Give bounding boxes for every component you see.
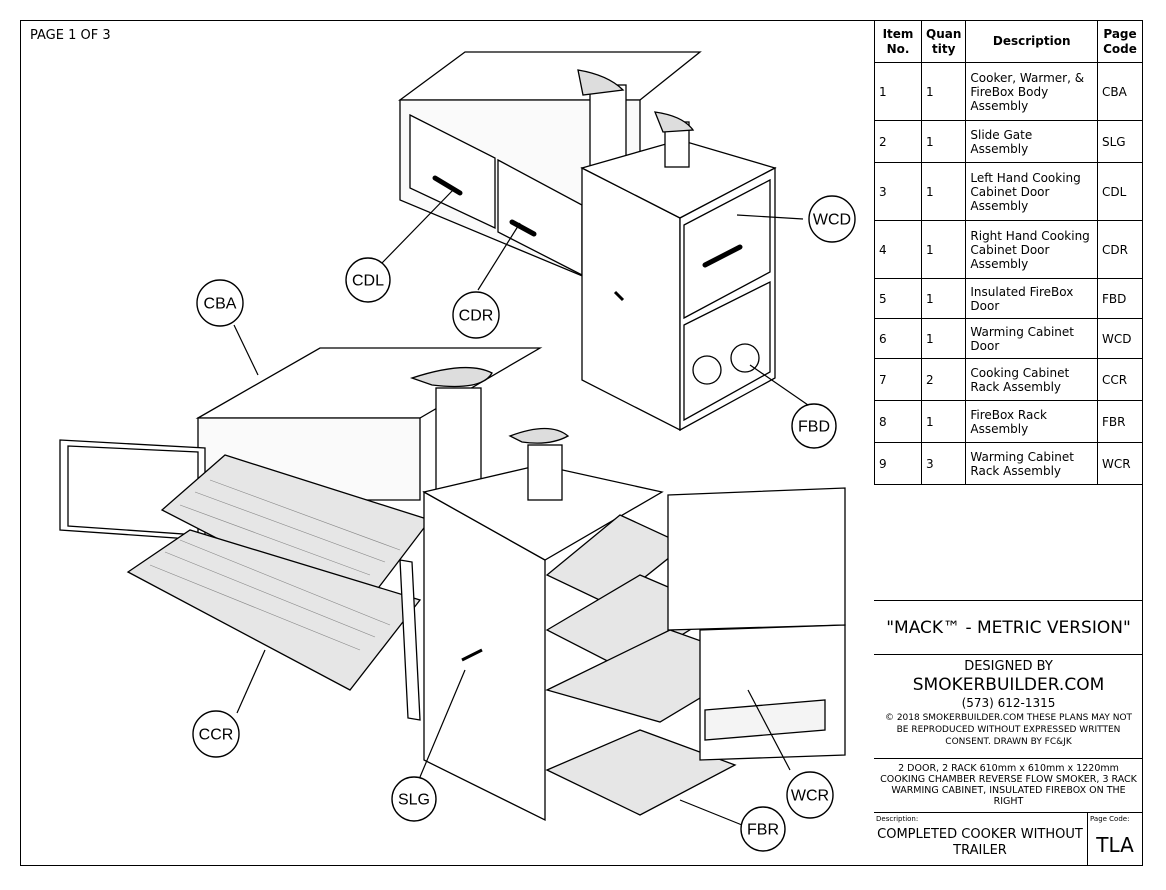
quantity: 2 <box>920 358 967 401</box>
drawing-title: "MACK™ - METRIC VERSION" <box>874 600 1143 654</box>
page-number-label: PAGE 1 OF 3 <box>30 28 111 43</box>
svg-text:WCD: WCD <box>813 212 851 229</box>
item-no: 8 <box>874 400 922 443</box>
divider <box>1087 813 1088 866</box>
description-label: Description: <box>876 815 919 823</box>
description: Slide Gate Assembly <box>965 120 1098 163</box>
svg-text:SLG: SLG <box>398 792 430 809</box>
svg-text:CDL: CDL <box>352 273 384 290</box>
header-description: Description <box>965 20 1098 63</box>
quantity: 3 <box>920 442 967 485</box>
description: Left Hand Cooking Cabinet Door Assembly <box>965 162 1098 221</box>
description: FireBox Rack Assembly <box>965 400 1098 443</box>
description-value: COMPLETED COOKER WITHOUT TRAILER <box>877 827 1083 858</box>
page-code-value: TLA <box>1096 833 1134 857</box>
page-code-label: Page Code: <box>1090 815 1130 823</box>
assembly-drawing: WCD CDL CDR CBA FBD CCR SLG WCR FBR <box>59 51 856 852</box>
designer-block: DESIGNED BY SMOKERBUILDER.COM (573) 612-… <box>874 654 1143 758</box>
drawing-sheet-border <box>20 20 1143 866</box>
item-no: 5 <box>874 278 922 319</box>
copyright-notice: © 2018 SMOKERBUILDER.COM THESE PLANS MAY… <box>884 713 1133 747</box>
callout-wcr: WCR <box>786 771 834 819</box>
item-no: 9 <box>874 442 922 485</box>
svg-text:FBR: FBR <box>747 822 779 839</box>
company-name: SMOKERBUILDER.COM <box>912 675 1105 695</box>
description: Right Hand Cooking Cabinet Door Assembly <box>965 220 1098 279</box>
description: Insulated FireBox Door <box>965 278 1098 319</box>
svg-text:CCR: CCR <box>199 727 234 744</box>
item-no: 3 <box>874 162 922 221</box>
svg-text:CDR: CDR <box>459 308 494 325</box>
description: Warming Cabinet Rack Assembly <box>965 442 1098 485</box>
quantity: 1 <box>920 120 967 163</box>
callout-ccr: CCR <box>192 710 240 758</box>
phone-number: (573) 612-1315 <box>961 696 1056 710</box>
quantity: 1 <box>920 162 967 221</box>
callout-cdl: CDL <box>345 257 391 303</box>
page-code: FBD <box>1097 278 1143 319</box>
header-quantity: Quan tity <box>920 20 967 63</box>
page-code: WCR <box>1097 442 1143 485</box>
description-block: Description: COMPLETED COOKER WITHOUT TR… <box>874 812 1143 866</box>
item-no: 7 <box>874 358 922 401</box>
item-no: 1 <box>874 62 922 121</box>
svg-text:FBD: FBD <box>798 419 830 436</box>
callout-fbr: FBR <box>740 806 786 852</box>
item-no: 6 <box>874 318 922 359</box>
header-page-code: Page Code <box>1097 20 1143 63</box>
open-assembly-illustration <box>59 347 846 822</box>
specifications-text: 2 DOOR, 2 RACK 610mm x 610mm x 1220mm CO… <box>874 758 1143 812</box>
closed-assembly-illustration <box>398 51 777 432</box>
svg-text:CBA: CBA <box>204 296 237 313</box>
quantity: 1 <box>920 318 967 359</box>
designed-by-label: DESIGNED BY <box>964 659 1053 674</box>
page-code: CBA <box>1097 62 1143 121</box>
page-code: FBR <box>1097 400 1143 443</box>
callout-cdr: CDR <box>452 291 500 339</box>
item-no: 2 <box>874 120 922 163</box>
page-code: CCR <box>1097 358 1143 401</box>
description: Cooker, Warmer, & FireBox Body Assembly <box>965 62 1098 121</box>
bill-of-materials-table: Item No. Quan tity Description Page Code… <box>874 20 1143 485</box>
quantity: 1 <box>920 62 967 121</box>
quantity: 1 <box>920 220 967 279</box>
page-code: CDL <box>1097 162 1143 221</box>
description: Cooking Cabinet Rack Assembly <box>965 358 1098 401</box>
callout-cba: CBA <box>196 279 244 327</box>
description: Warming Cabinet Door <box>965 318 1098 359</box>
quantity: 1 <box>920 400 967 443</box>
page-code: CDR <box>1097 220 1143 279</box>
callout-wcd: WCD <box>808 195 856 243</box>
callout-slg: SLG <box>391 776 437 822</box>
page-code: SLG <box>1097 120 1143 163</box>
callout-fbd: FBD <box>791 403 837 449</box>
quantity: 1 <box>920 278 967 319</box>
page-code: WCD <box>1097 318 1143 359</box>
item-no: 4 <box>874 220 922 279</box>
header-item-no: Item No. <box>874 20 922 63</box>
svg-text:WCR: WCR <box>791 788 829 805</box>
